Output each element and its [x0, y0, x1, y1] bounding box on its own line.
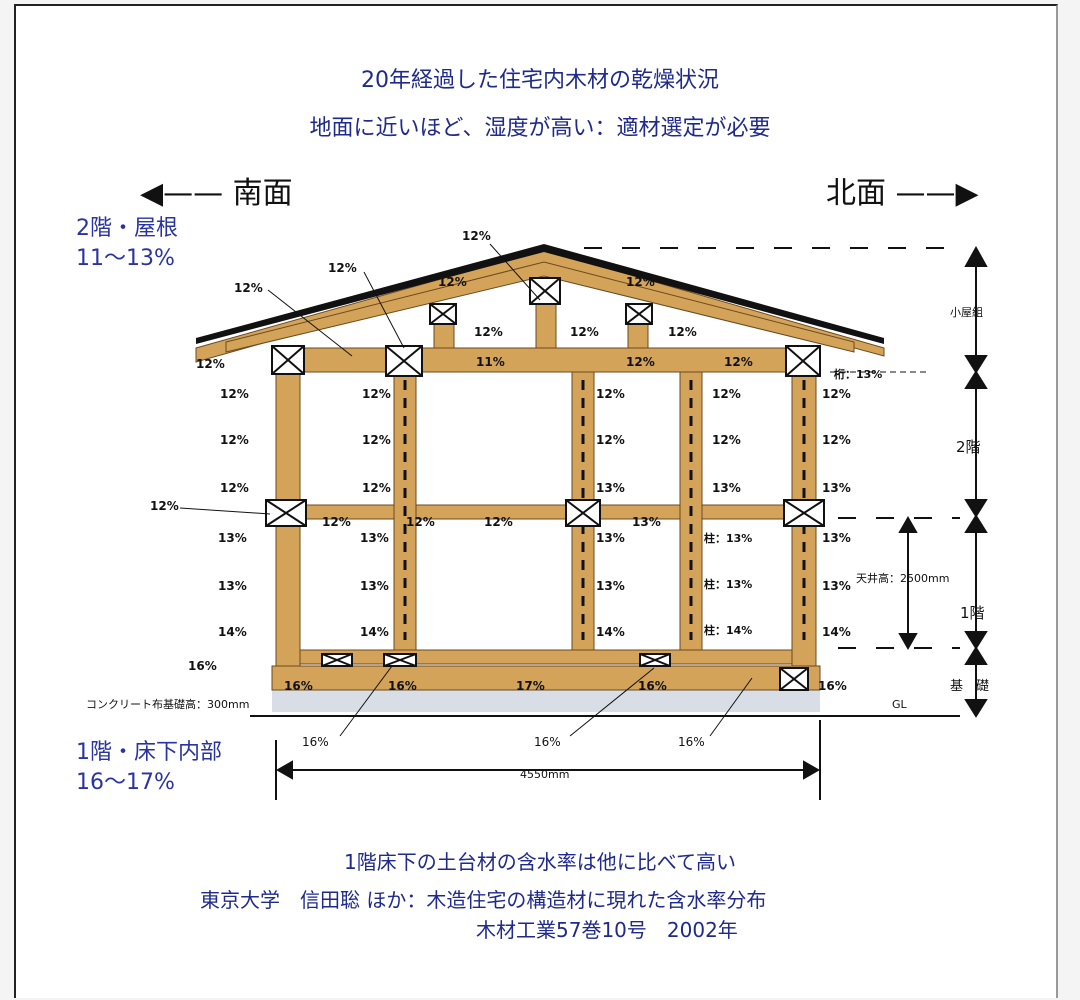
- label-ext-l-7: 14%: [218, 625, 247, 639]
- label-c1-1: 12%: [362, 387, 391, 401]
- label-sill-3: 17%: [516, 679, 545, 693]
- label-keta: 桁：13%: [834, 367, 882, 381]
- south-label: 南面: [232, 176, 293, 211]
- label-roof-left-a: 12%: [328, 261, 357, 275]
- footer-journal: 木材工業57巻10号 2002年: [476, 918, 738, 942]
- label-gl: GL: [892, 698, 908, 711]
- label-sill-4: 16%: [638, 679, 667, 693]
- north-direction: 北面 ——▶: [826, 168, 979, 212]
- label-beam-top-2: 12%: [626, 355, 655, 369]
- label-roof-apex: 12%: [462, 229, 491, 243]
- label-foundation: コンクリート布基礎高：300mm: [86, 697, 249, 711]
- label-c1-4: 13%: [360, 531, 389, 545]
- rafter: [225, 261, 855, 353]
- label-ext-l-8: 16%: [188, 659, 217, 673]
- left-arrow-icon: ◀——: [140, 176, 224, 211]
- sill-plate: [271, 665, 821, 691]
- label-c1-2: 12%: [362, 433, 391, 447]
- label-c3-1: 12%: [712, 387, 741, 401]
- south-direction: ◀—— 南面: [140, 168, 293, 212]
- label-c1-5: 13%: [360, 579, 389, 593]
- floor-note: 1階・床下内部 16～17%: [76, 738, 222, 798]
- label-beam-top-3: 12%: [724, 355, 753, 369]
- label-ext-l-6: 13%: [218, 579, 247, 593]
- top-beam: [277, 347, 815, 373]
- label-ext-r-1: 12%: [822, 387, 851, 401]
- label-c2-6: 14%: [596, 625, 625, 639]
- label-ext-r-5: 13%: [822, 579, 851, 593]
- label-dim-koyagumi: 小屋組: [950, 306, 983, 319]
- label-c2-3: 13%: [596, 481, 625, 495]
- label-ext-r-3: 13%: [822, 481, 851, 495]
- label-c2-2: 12%: [596, 433, 625, 447]
- label-under-3: 16%: [678, 735, 705, 749]
- label-mid-beam-3: 12%: [484, 515, 513, 529]
- label-roof-ridge-right: 12%: [626, 275, 655, 289]
- label-strut-2: 12%: [570, 325, 599, 339]
- label-ext-l-3: 12%: [220, 481, 249, 495]
- floor-note-title: 1階・床下内部: [76, 740, 222, 765]
- label-under-2: 16%: [534, 735, 561, 749]
- figure-subtitle: 地面に近いほど、湿度が高い：適材選定が必要: [309, 116, 771, 141]
- label-ext-r-4: 13%: [822, 531, 851, 545]
- label-ext-r-2: 12%: [822, 433, 851, 447]
- label-sill-5: 16%: [818, 679, 847, 693]
- label-roof-ridge-left: 12%: [438, 275, 467, 289]
- floor-joist: [295, 649, 813, 665]
- label-c3-2: 12%: [712, 433, 741, 447]
- roof-note: 2階・屋根 11～13%: [76, 214, 178, 274]
- right-arrow-icon: ——▶: [895, 176, 979, 211]
- label-sill-1: 16%: [284, 679, 313, 693]
- label-mid-beam-4: 13%: [632, 515, 661, 529]
- label-strut-3: 12%: [668, 325, 697, 339]
- label-eave-left: 12%: [196, 357, 225, 371]
- roof-note-title: 2階・屋根: [76, 216, 178, 241]
- label-dim-2f: 2階: [956, 438, 981, 456]
- label-under-1: 16%: [302, 735, 329, 749]
- roof-note-range: 11～13%: [76, 246, 175, 271]
- label-roof-left-b: 12%: [234, 281, 263, 295]
- label-c1-3: 12%: [362, 481, 391, 495]
- footer-citation: 東京大学 信田聡 ほか：木造住宅の構造材に現れた含水率分布: [200, 888, 767, 912]
- label-ext-l-1: 12%: [220, 387, 249, 401]
- foundation-block: [272, 690, 820, 712]
- north-label: 北面: [826, 176, 886, 211]
- label-c3-5: 柱：13%: [704, 577, 752, 591]
- label-c2-5: 13%: [596, 579, 625, 593]
- label-ext-l-5: 13%: [218, 531, 247, 545]
- label-c2-1: 12%: [596, 387, 625, 401]
- label-mid-beam-2: 12%: [406, 515, 435, 529]
- label-c3-6: 柱：14%: [704, 623, 752, 637]
- label-mid-beam-1: 12%: [322, 515, 351, 529]
- label-sill-2: 16%: [388, 679, 417, 693]
- label-strut-1: 12%: [474, 325, 503, 339]
- label-c3-4: 柱：13%: [704, 531, 752, 545]
- label-ext-l-4: 12%: [150, 499, 179, 513]
- footer-summary: 1階床下の土台材の含水率は他に比べて高い: [344, 850, 736, 874]
- figure-frame: [14, 4, 1058, 998]
- second-floor-beam: [277, 504, 815, 520]
- label-c2-4: 13%: [596, 531, 625, 545]
- label-beam-top-1: 11%: [476, 355, 505, 369]
- floor-note-range: 16～17%: [76, 770, 175, 795]
- label-ceiling: 天井高：2500mm: [856, 571, 949, 585]
- label-c3-3: 13%: [712, 481, 741, 495]
- label-ext-r-6: 14%: [822, 625, 851, 639]
- figure-title: 20年経過した住宅内木材の乾燥状況: [361, 68, 719, 93]
- label-dim-kiso: 基 礎: [950, 679, 989, 694]
- label-dim-1f: 1階: [960, 604, 985, 622]
- label-c1-6: 14%: [360, 625, 389, 639]
- label-width: 4550mm: [520, 768, 569, 781]
- label-ext-l-2: 12%: [220, 433, 249, 447]
